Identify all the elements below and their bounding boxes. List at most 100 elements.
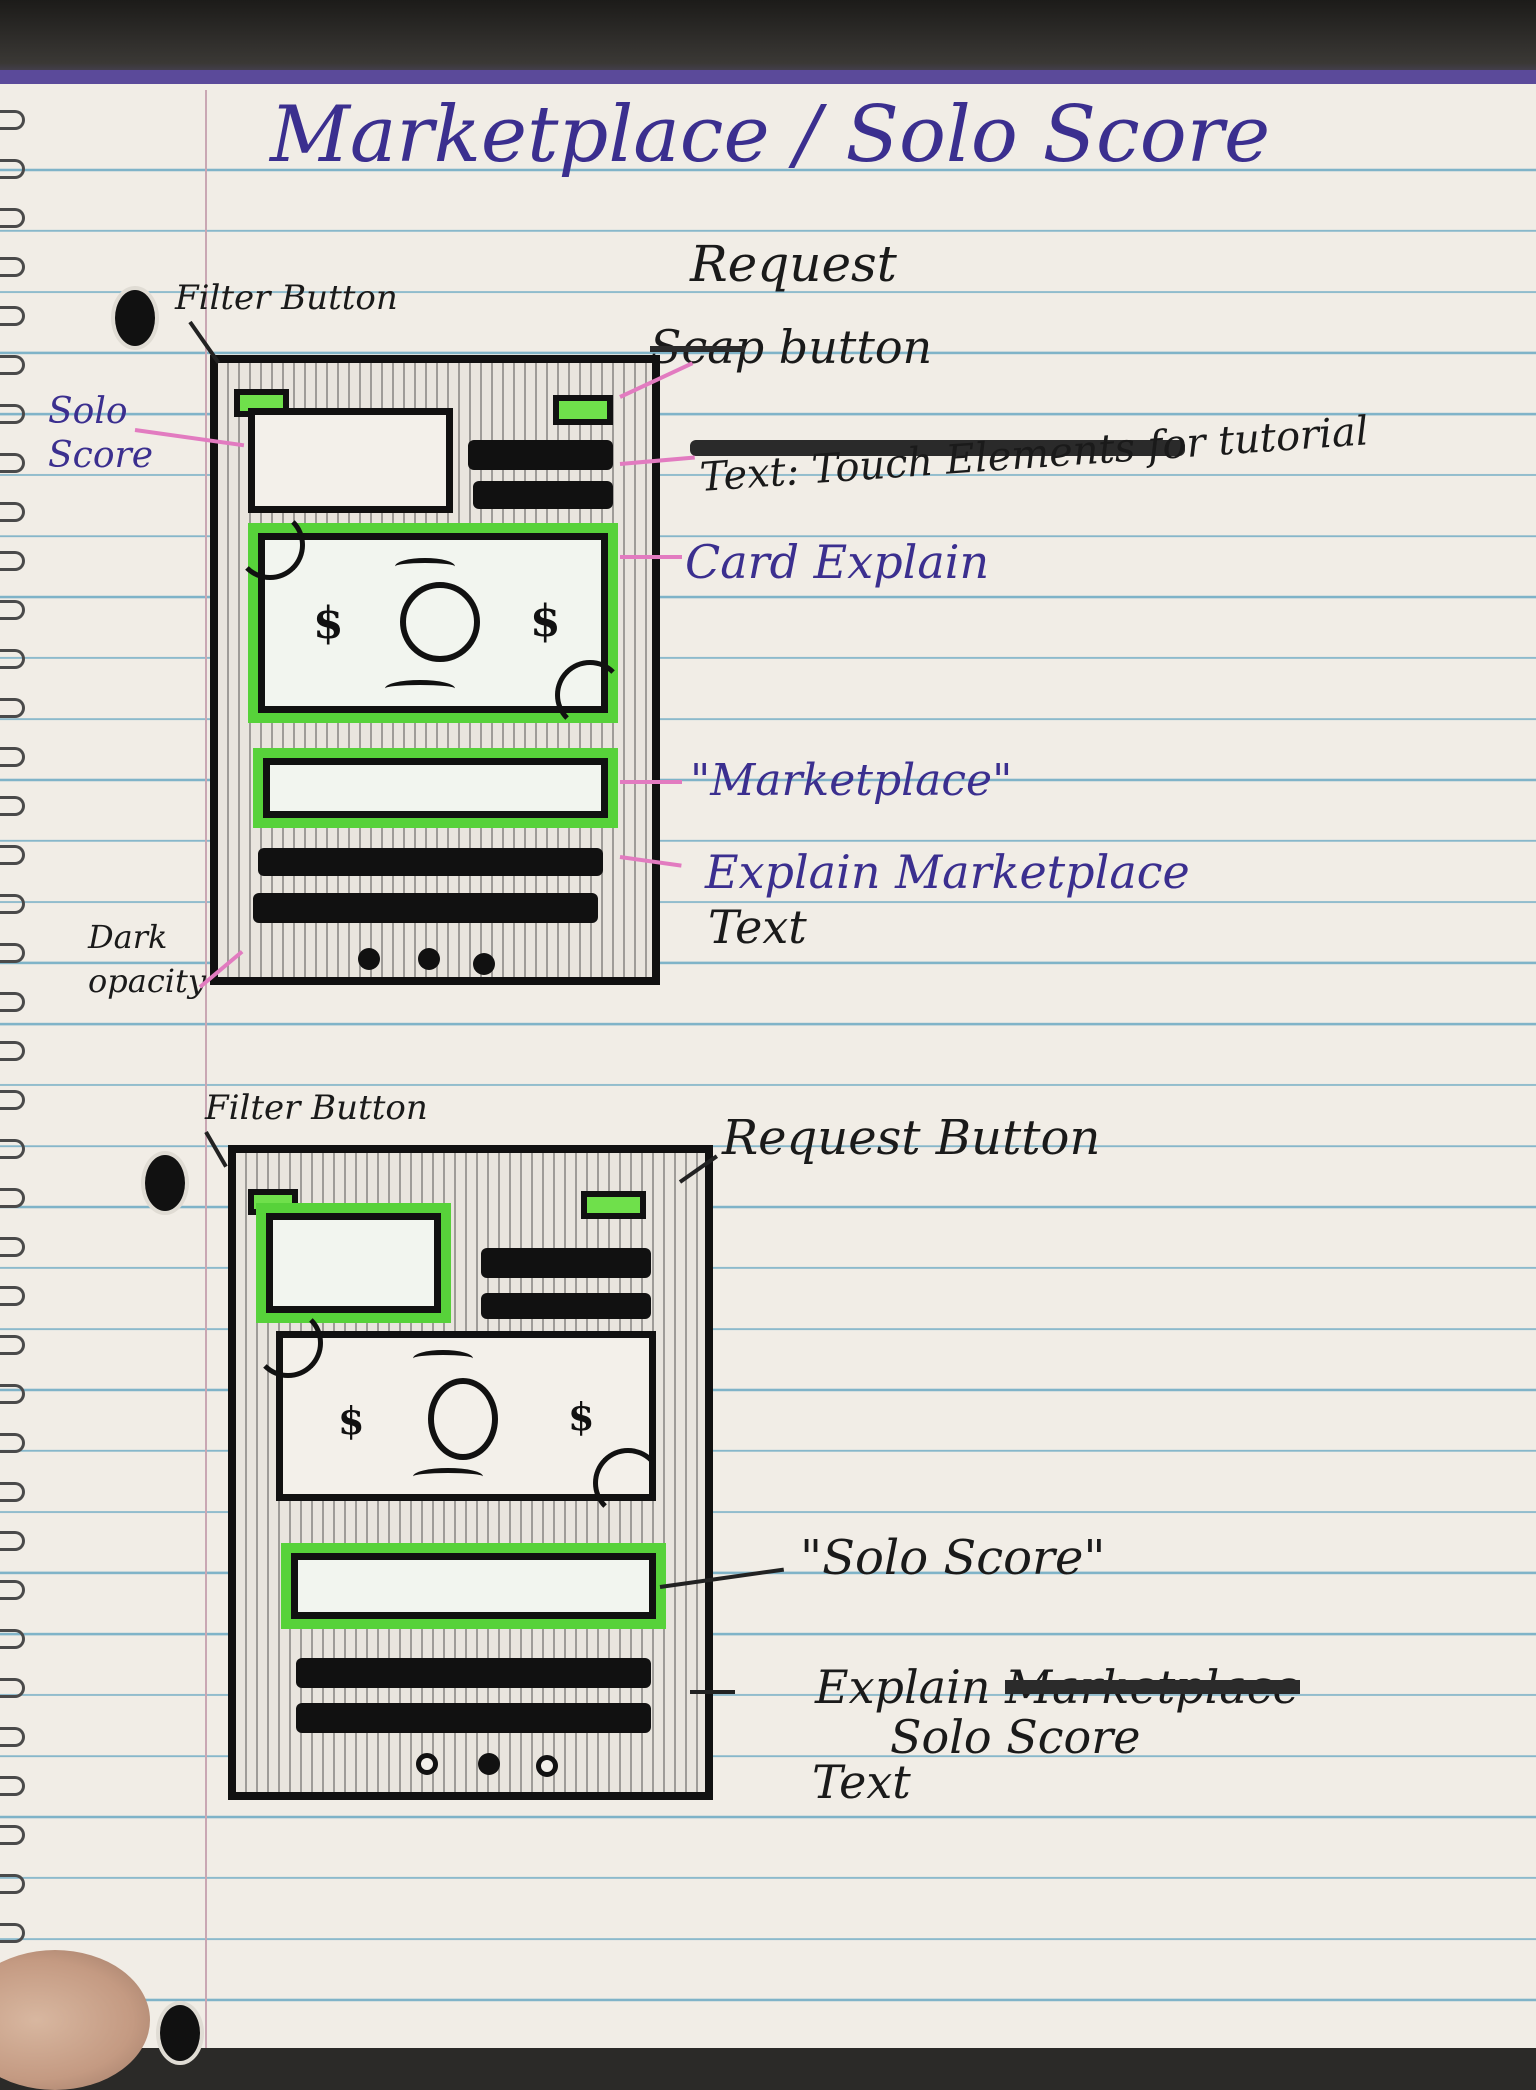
spiral-ring [0,1041,25,1061]
card-corner [253,1308,323,1378]
coin-icon [428,1378,498,1460]
page-dot[interactable] [416,1753,438,1775]
phone-sketch-marketplace: $ $ [210,355,660,985]
leader-line [690,1690,735,1694]
strike-mark [1005,1680,1300,1694]
card-corner [555,660,625,730]
page-title: Marketplace / Solo Score [270,90,1271,180]
spiral-ring [0,355,25,375]
request-button[interactable] [553,395,613,425]
label-marketplace: "Marketplace" [690,755,1013,806]
label-solo-score-word: Solo Score [890,1710,1141,1764]
label-request: Request [690,235,897,293]
margin-line [205,90,207,2048]
card-squiggle [385,680,455,697]
request-button[interactable] [581,1191,646,1219]
spiral-ring [0,845,25,865]
tutorial-text-bar [481,1248,651,1278]
spiral-ring [0,1433,25,1453]
notebook-cover-edge [0,70,1536,84]
spiral-ring [0,1678,25,1698]
filter-button[interactable] [248,1189,298,1215]
explain-text-bar [296,1703,651,1733]
label-solo-score: "Solo Score" [800,1530,1106,1586]
solo-score-title-bar[interactable] [291,1553,656,1619]
spiral-ring [0,110,25,130]
label-text: Text [812,1755,911,1809]
spiral-ring [0,1531,25,1551]
spiral-ring [0,208,25,228]
card-squiggle [413,1468,483,1485]
explain-text-bar [258,848,603,876]
leader-line [620,555,682,559]
spiral-ring [0,1629,25,1649]
spiral-ring [0,1237,25,1257]
spiral-ring [0,1825,25,1845]
label-filter-button: Filter Button [175,278,398,318]
punch-hole [145,1155,185,1211]
spiral-ring [0,1384,25,1404]
label-explain-marketplace: Explain Marketplace [705,845,1190,899]
spiral-ring [0,1090,25,1110]
spiral-ring [0,1776,25,1796]
card-squiggle [413,1350,473,1367]
spiral-ring [0,453,25,473]
spiral-ring [0,502,25,522]
spiral-ring [0,551,25,571]
leader-line [620,780,682,784]
spiral-ring [0,992,25,1012]
spiral-ring [0,306,25,326]
spiral-ring [0,698,25,718]
card-squiggle [395,558,455,575]
spiral-ring [0,943,25,963]
scribbled-out-text [690,440,1185,456]
spiral-ring [0,1923,25,1943]
spiral-ring [0,649,25,669]
label-request-button: Request Button [722,1110,1101,1166]
punch-hole [115,290,155,346]
page-dot[interactable] [358,948,380,970]
spiral-binding [0,110,28,2040]
spiral-ring [0,894,25,914]
spiral-ring [0,600,25,620]
label-explain: Explain [815,1660,991,1714]
spiral-ring [0,1335,25,1355]
dollar-icon: $ [338,1398,365,1443]
solo-score-box[interactable] [266,1213,441,1313]
coin-icon [400,582,480,662]
spiral-ring [0,159,25,179]
spiral-ring [0,796,25,816]
dollar-icon: $ [530,596,561,647]
spiral-ring [0,1580,25,1600]
explain-card[interactable]: $ $ [235,510,625,730]
punch-hole [160,2005,200,2061]
strike-mark [650,346,745,352]
spiral-ring [0,1286,25,1306]
tutorial-text-bar [481,1293,651,1319]
label-card-explain: Card Explain [685,535,990,589]
dollar-icon: $ [568,1394,595,1439]
spiral-ring [0,1874,25,1894]
page-dot[interactable] [418,948,440,970]
dollar-icon: $ [313,598,344,649]
spiral-ring [0,404,25,424]
spiral-ring [0,1482,25,1502]
page-dot[interactable] [536,1755,558,1777]
page-dot[interactable] [473,953,495,975]
tutorial-text-bar [473,481,613,509]
spiral-ring [0,257,25,277]
label-text: Text [708,900,807,954]
explain-text-bar [296,1658,651,1688]
label-request-button-row: Scap button [650,320,932,374]
card-corner [593,1448,663,1518]
marketplace-title-bar[interactable] [263,758,608,818]
explain-card[interactable]: $ $ [253,1308,663,1518]
spiral-ring [0,1188,25,1208]
label-filter-button: Filter Button [205,1088,428,1128]
solo-score-box[interactable] [248,408,453,513]
label-button: button [778,320,933,374]
page-dot[interactable] [478,1753,500,1775]
label-dark-opacity: Dark opacity [88,918,206,1000]
spiral-ring [0,1727,25,1747]
phone-sketch-solo-score: $ $ [228,1145,713,1800]
